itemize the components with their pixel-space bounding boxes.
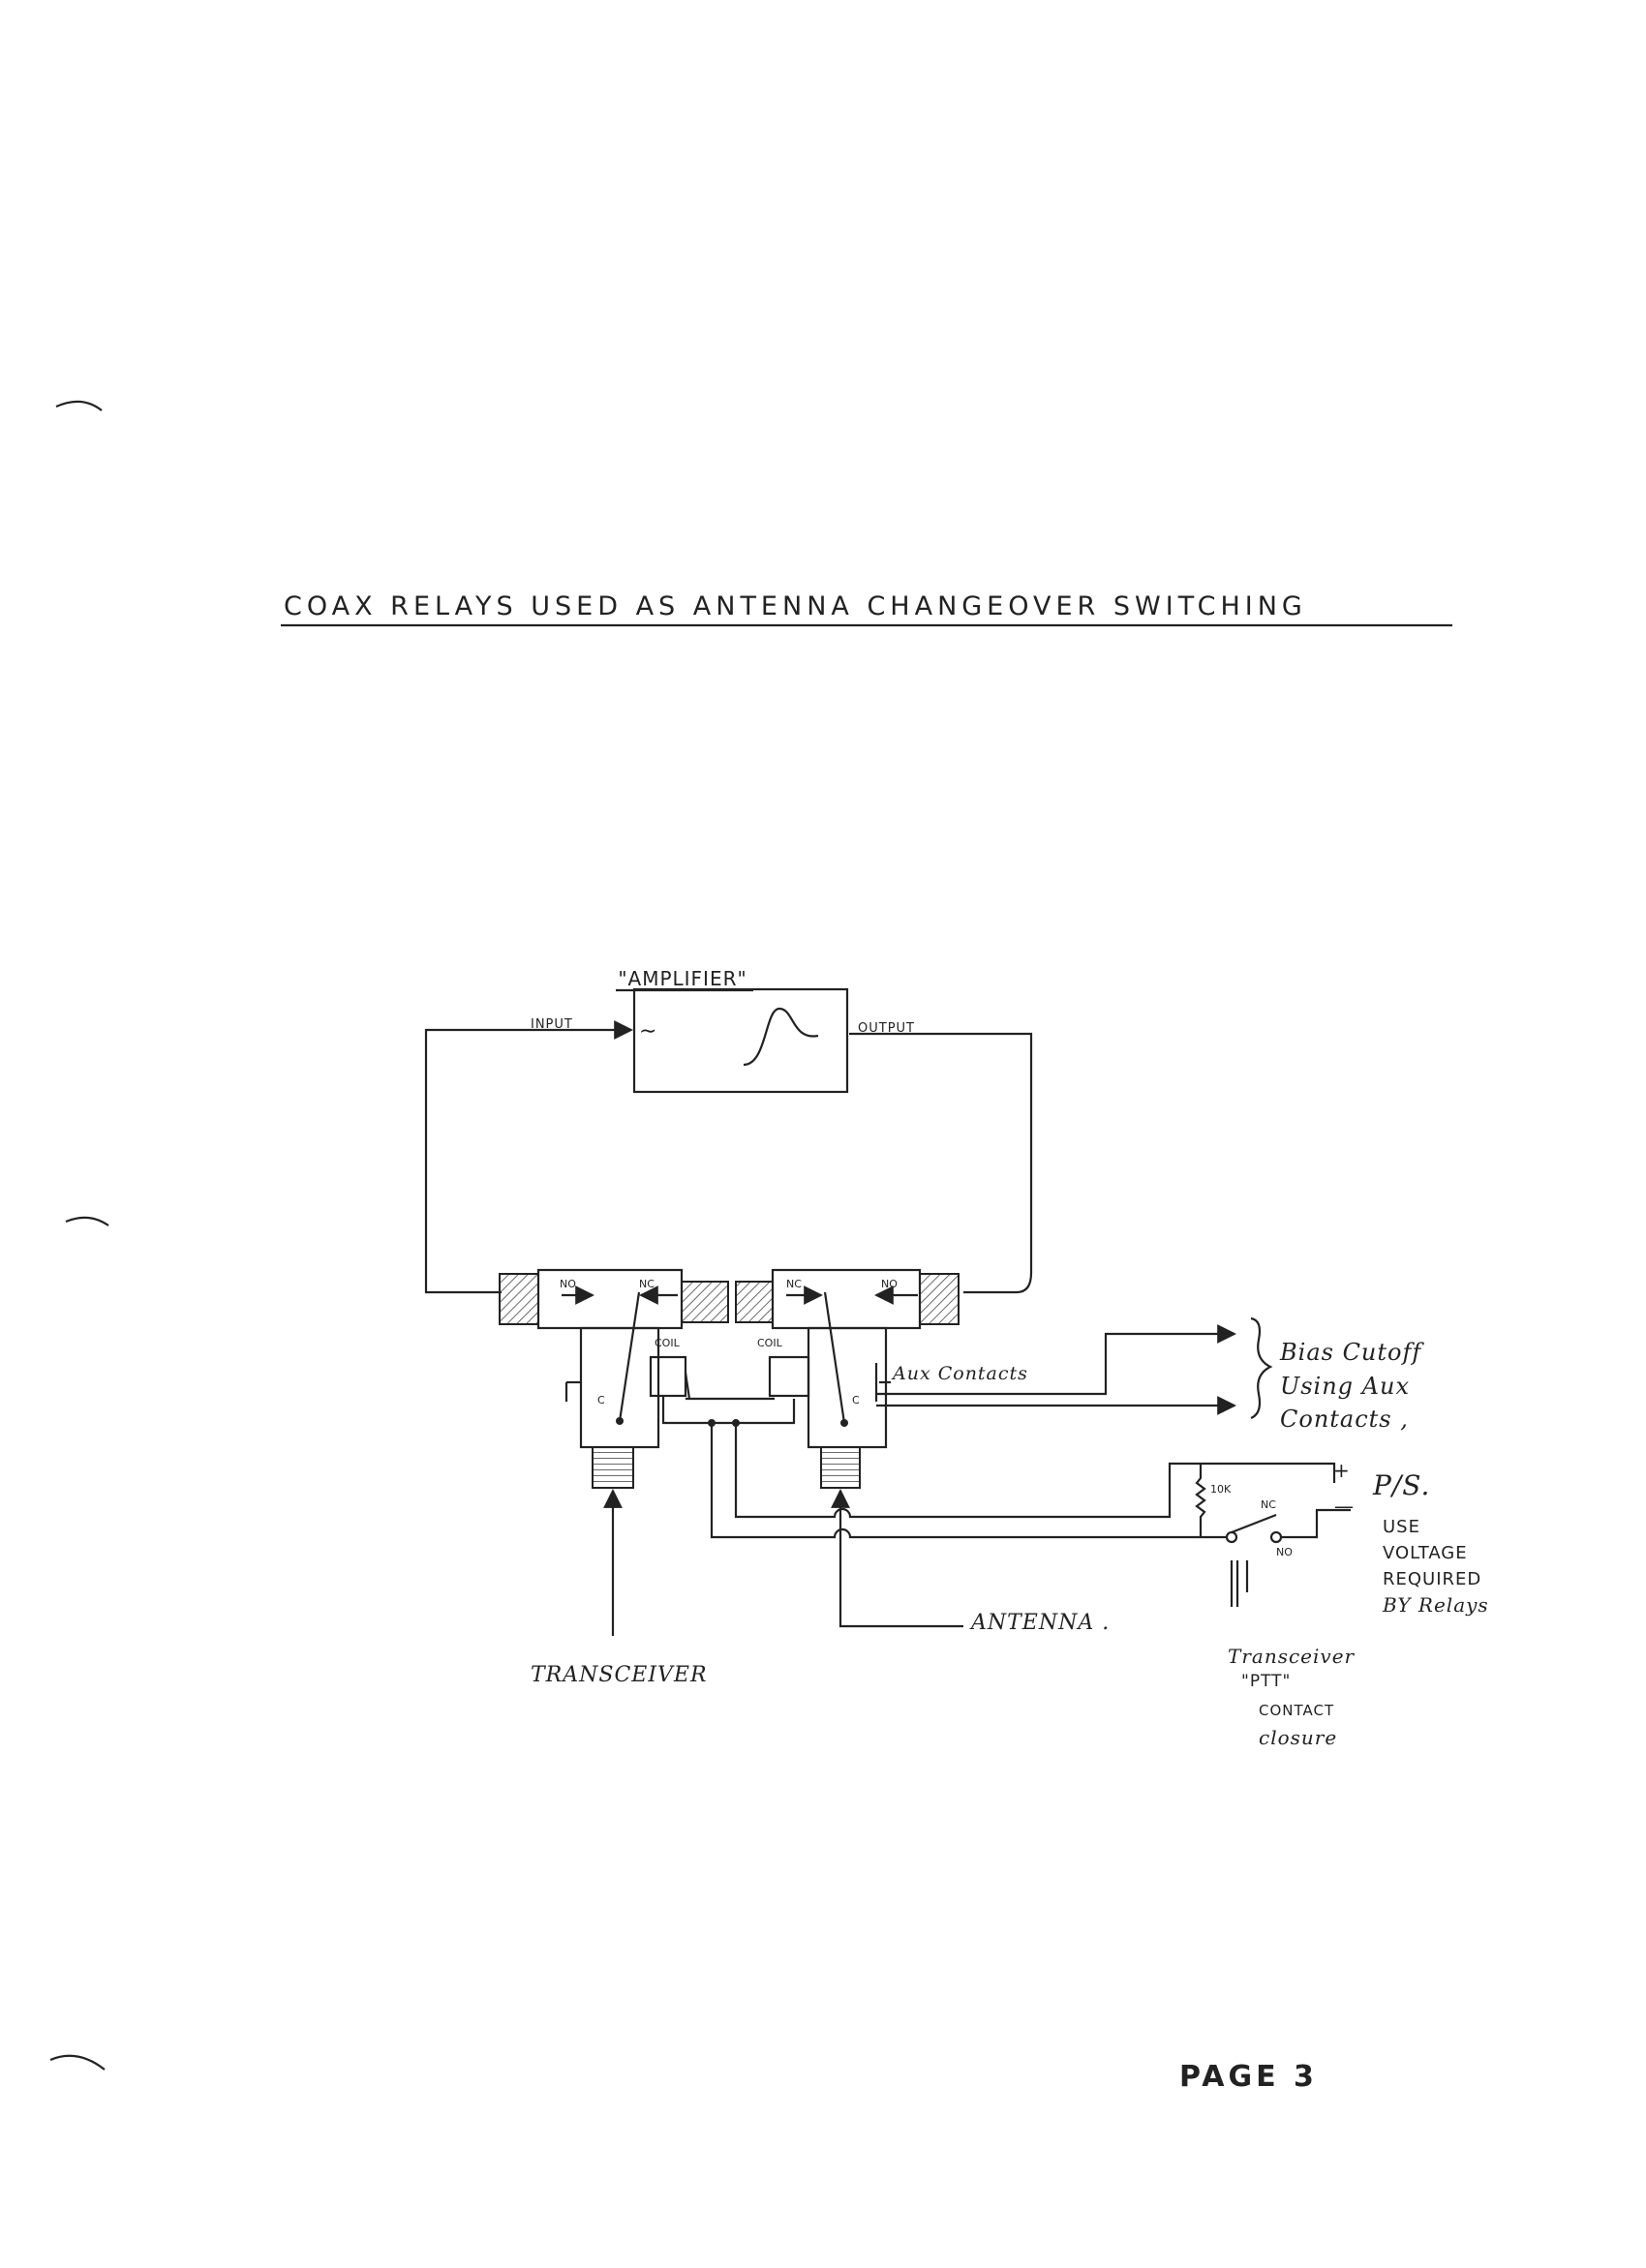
resistor-label: 10K [1210, 1483, 1232, 1496]
relay-right-common-label: C [852, 1394, 860, 1406]
sine-source-icon: ∼ [639, 1019, 658, 1043]
bias-note-line-2: Using Aux [1280, 1373, 1410, 1400]
antenna-label: ANTENNA . [969, 1611, 1110, 1635]
relay-left-no-label: NO [560, 1278, 576, 1290]
relay-right-coil [768, 1355, 810, 1398]
resistor-10k [1195, 1464, 1206, 1537]
relay-left-body [579, 1326, 660, 1449]
aux-contacts-label: Aux Contacts [891, 1363, 1028, 1384]
relay-left-coil-lead [684, 1372, 691, 1400]
relay-right-nc-label: NC [786, 1278, 802, 1290]
ps-note-line-2: VOLTAGE [1383, 1543, 1468, 1563]
relay-right-common-connector [820, 1446, 861, 1489]
ptt-switch-blade [1231, 1513, 1277, 1534]
antenna-feed-line [831, 1489, 963, 1628]
ptt-switch-no-terminal [1269, 1530, 1283, 1544]
ptt-switch-return-wire [1281, 1508, 1351, 1539]
output-path-line [849, 1032, 1033, 1294]
relay-left-nc-terminator [681, 1281, 729, 1323]
relay-left-nc-label: NC [639, 1278, 655, 1290]
pulse-waveform-icon [743, 1007, 819, 1067]
output-label: OUTPUT [858, 1021, 915, 1036]
relay-left-pivot [616, 1417, 624, 1425]
relay-right: NC NO C COIL [735, 1268, 960, 1489]
relay-left-common-label: C [597, 1394, 605, 1406]
ptt-note-line-4: closure [1259, 1726, 1337, 1749]
ptt-note-line-2: "PTT" [1241, 1672, 1291, 1691]
relay-left-common-connector [592, 1446, 634, 1489]
relay-left-coil-label: COIL [655, 1337, 681, 1349]
input-path-line [424, 1020, 633, 1294]
ptt-switch-no-label: NO [1276, 1546, 1293, 1558]
ps-note-line-4: BY Relays [1382, 1593, 1489, 1617]
input-label: INPUT [531, 1017, 573, 1032]
ptt-note-line-1: Transceiver [1228, 1645, 1356, 1668]
ps-note-line-3: REQUIRED [1383, 1569, 1481, 1589]
coil-supply-wire [734, 1423, 1336, 1519]
ps-minus-label: — [1334, 1495, 1355, 1518]
ptt-switch-nc-label: NC [1261, 1498, 1276, 1511]
relay-right-armature [823, 1291, 846, 1424]
coil-return-wire [710, 1423, 1228, 1539]
relay-right-no-label: NO [881, 1278, 898, 1290]
transceiver-label: TRANSCEIVER [531, 1663, 708, 1687]
page-number: PAGE 3 [1179, 2060, 1318, 2094]
relay-left-no-connector [499, 1273, 539, 1325]
bias-note-line-3: Contacts , [1280, 1406, 1409, 1433]
ps-plus-label: + [1333, 1459, 1351, 1482]
aux-wire-upper [876, 1324, 1236, 1396]
ps-note-line-1: USE [1383, 1517, 1420, 1537]
relay-right-coil-label: COIL [757, 1337, 783, 1349]
relay-right-body [807, 1326, 888, 1449]
margin-marks [49, 400, 109, 2071]
page-title: COAX RELAYS USED AS ANTENNA CHANGEOVER S… [284, 591, 1307, 621]
bias-brace-icon [1250, 1316, 1273, 1420]
ps-label: P/S. [1372, 1469, 1430, 1501]
amplifier-box [632, 987, 849, 1094]
relay-left-armature [618, 1291, 641, 1422]
ptt-note-line-3: CONTACT [1259, 1702, 1334, 1719]
relay-right-no-connector [919, 1273, 960, 1325]
bias-note-line-1: Bias Cutoff [1279, 1339, 1424, 1366]
relay-left-coil [649, 1355, 687, 1398]
ptt-lead-wires [1230, 1560, 1249, 1607]
aux-contacts-wiring: Aux Contacts Bias Cutoff Using Aux Conta… [876, 1316, 1424, 1433]
relay-right-pivot [840, 1419, 848, 1427]
ptt-switch-common-terminal [1225, 1530, 1238, 1544]
relay-right-nc-terminator [735, 1281, 774, 1323]
amplifier-label: "AMPLIFIER" [618, 967, 747, 990]
coil-lower-link [661, 1396, 796, 1425]
relay-left: NO NC C COIL [499, 1268, 729, 1489]
coil-wiring [661, 1396, 1336, 1539]
amplifier-block: "AMPLIFIER" ∼ [616, 967, 849, 1094]
power-supply-circuit: 10K NC NO + — P/S. USE VOLTAGE REQUIRED … [1195, 1459, 1489, 1749]
